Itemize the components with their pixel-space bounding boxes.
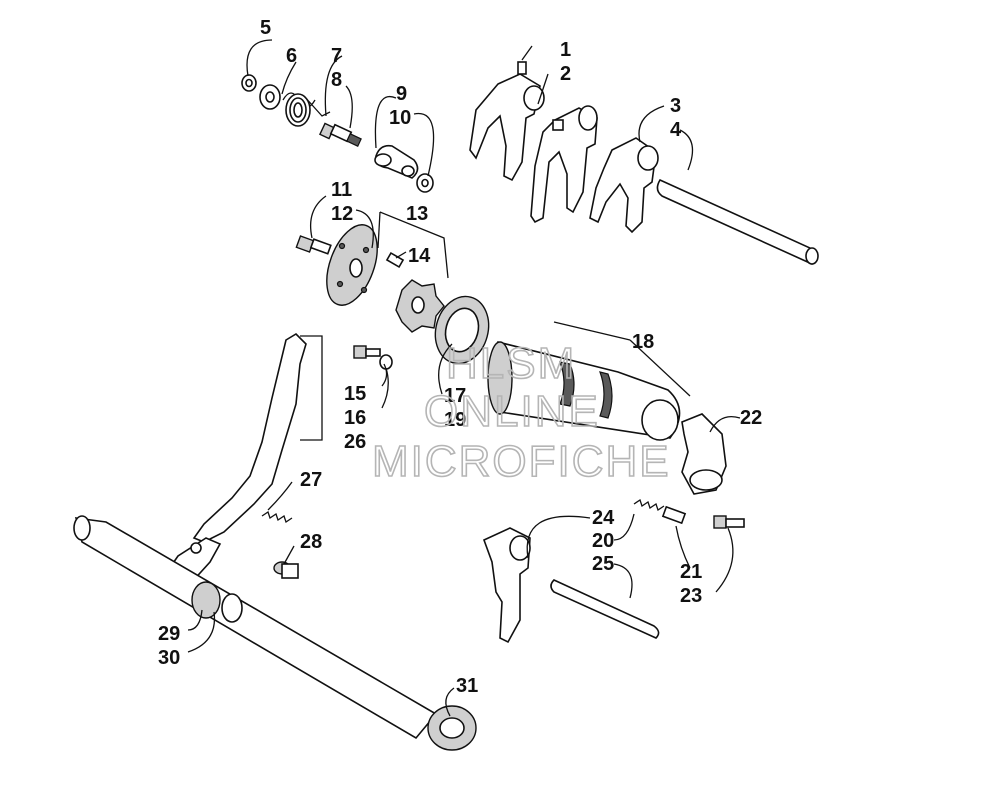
label-16: 16 <box>344 407 366 429</box>
star-wheel-13 <box>395 279 445 333</box>
label-26: 26 <box>344 431 366 453</box>
seal-31 <box>427 705 477 751</box>
shift-lever-26 <box>158 332 307 585</box>
label-24: 24 <box>592 507 615 529</box>
label-27: 27 <box>300 469 322 491</box>
leader-lines <box>187 39 741 717</box>
shift-fork-1 <box>469 61 545 182</box>
label-28: 28 <box>300 531 322 553</box>
arm-9 <box>374 144 419 179</box>
pin-21 <box>661 505 687 525</box>
bolt-8 <box>319 122 362 147</box>
spring-20 <box>633 498 665 512</box>
label-12: 12 <box>331 203 353 225</box>
label-23: 23 <box>680 585 702 607</box>
label-18: 18 <box>632 331 654 353</box>
spring-7 <box>282 92 331 127</box>
washer-5 <box>241 74 257 92</box>
label-4: 4 <box>670 119 682 141</box>
shift-fork-2 <box>530 105 598 224</box>
label-29: 29 <box>158 623 180 645</box>
washer-10 <box>416 173 434 193</box>
label-30: 30 <box>158 647 180 669</box>
label-1: 1 <box>560 39 571 61</box>
shift-fork-24 <box>482 527 531 644</box>
label-25: 25 <box>592 553 614 575</box>
callout-labels: 5 6 7 8 9 10 1 2 3 4 11 12 13 14 15 16 2… <box>158 17 762 697</box>
label-3: 3 <box>670 95 681 117</box>
spring-27 <box>261 510 293 524</box>
label-11: 11 <box>331 179 352 201</box>
watermark-line-3: MICROFICHE <box>372 437 671 486</box>
label-5: 5 <box>260 17 271 39</box>
watermark-line-2: ONLINE <box>424 387 600 436</box>
label-20: 20 <box>592 530 614 552</box>
watermark-line-1: HLSM <box>446 339 576 388</box>
label-17: 17 <box>444 385 466 407</box>
bolt-11 <box>295 235 332 255</box>
watermark: HLSM ONLINE MICROFICHE <box>371 338 671 487</box>
shift-rod-4 <box>656 178 819 265</box>
label-19: 19 <box>444 409 466 431</box>
shift-rod-25 <box>550 579 660 639</box>
shift-shaft <box>73 515 438 740</box>
label-13: 13 <box>406 203 428 225</box>
washer-6 <box>259 84 281 110</box>
bolt-28 <box>273 561 299 579</box>
label-14: 14 <box>408 245 431 267</box>
label-6: 6 <box>286 45 297 67</box>
label-9: 9 <box>396 83 407 105</box>
label-15: 15 <box>344 383 366 405</box>
label-31: 31 <box>456 675 478 697</box>
bolt-23 <box>713 515 745 529</box>
label-7: 7 <box>331 45 342 67</box>
label-21: 21 <box>680 561 702 583</box>
stopper-plate-12 <box>326 224 378 306</box>
bolt-15 <box>353 345 393 370</box>
label-22: 22 <box>740 407 762 429</box>
label-8: 8 <box>331 69 342 91</box>
shift-drum-18 <box>487 341 681 441</box>
segment-22 <box>681 413 727 495</box>
pin-14 <box>385 251 405 269</box>
label-2: 2 <box>560 63 571 85</box>
label-10: 10 <box>389 107 411 129</box>
shift-fork-3 <box>589 137 659 234</box>
